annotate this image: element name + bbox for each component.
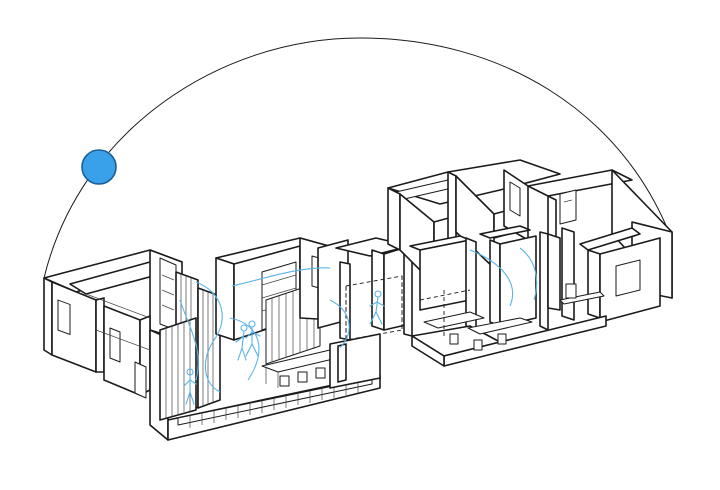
person-figure — [245, 320, 261, 357]
circulation-paths — [179, 247, 538, 393]
sun-icon — [81, 149, 117, 185]
person-figure — [235, 324, 248, 361]
desk — [559, 291, 605, 305]
chair — [279, 375, 290, 387]
left-wing — [43, 249, 183, 441]
window — [615, 259, 641, 297]
window — [57, 299, 71, 336]
chair — [297, 371, 308, 383]
person-figure — [183, 368, 197, 405]
right-wing — [387, 159, 673, 367]
central-block — [215, 237, 349, 365]
person-figure — [369, 290, 385, 325]
chair — [315, 367, 326, 379]
desk — [467, 317, 533, 335]
desk — [423, 311, 485, 329]
